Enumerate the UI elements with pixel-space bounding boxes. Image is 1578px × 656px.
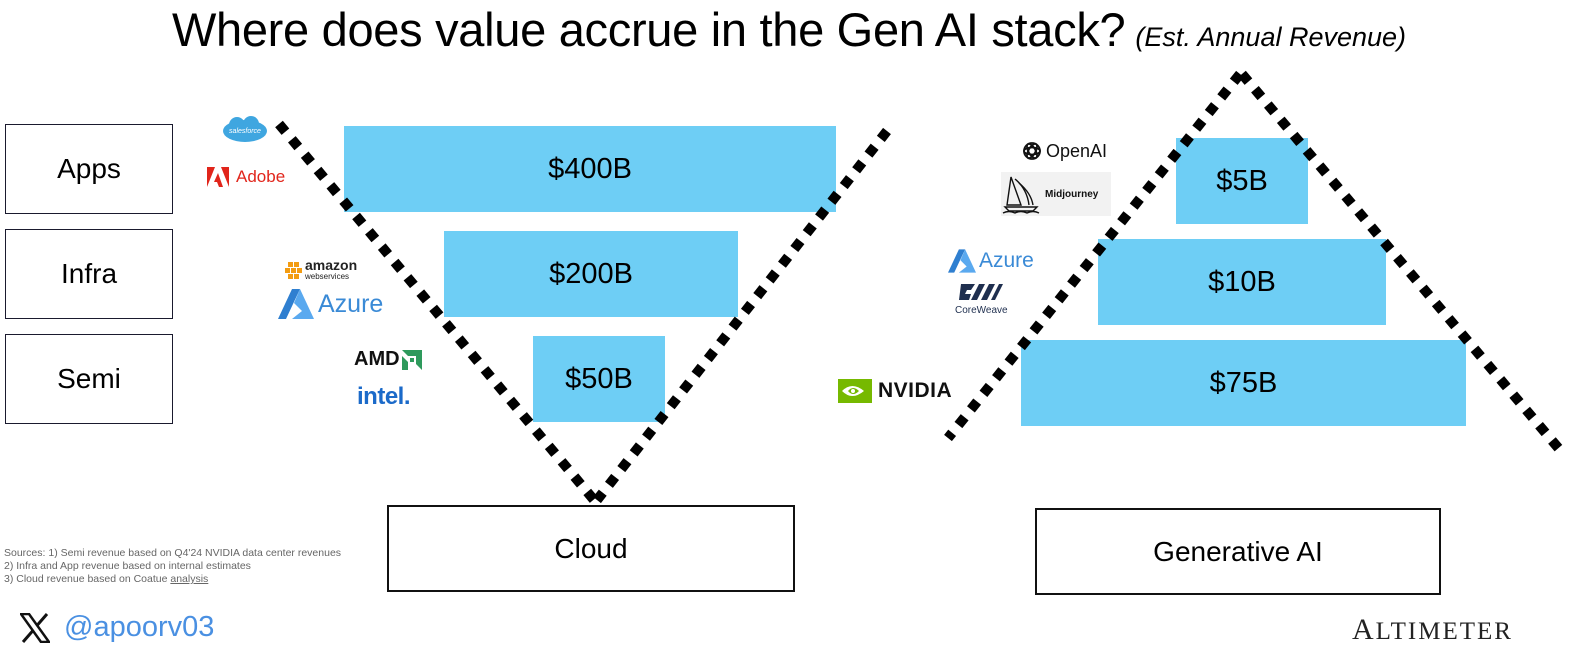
bar-value-label: $5B (1216, 164, 1268, 197)
intel-logo: intel. (357, 383, 411, 411)
bar-value-label: $75B (1209, 366, 1278, 399)
genai-label-box: Generative AI (1035, 508, 1441, 595)
cloud-bar-infra: $200B (444, 231, 738, 317)
midjourney-boat-icon (1002, 176, 1040, 214)
cloud-label: Cloud (554, 532, 628, 564)
coreweave-text: CoreWeave (955, 305, 1008, 316)
openai-knot-icon (1023, 142, 1041, 160)
bar-value-label: $200B (549, 257, 633, 290)
bar-value-label: $50B (565, 362, 633, 395)
title-main: Where does value accrue in the Gen AI st… (171, 3, 1126, 56)
category-label: Apps (57, 153, 121, 184)
amd-text: AMD (354, 348, 400, 370)
slide-title: Where does value accrue in the Gen AI st… (0, 2, 1578, 57)
bar-value-label: $10B (1208, 265, 1276, 298)
azure-logo-cloud: Azure (278, 289, 383, 319)
salesforce-cloud-icon: salesforce (223, 116, 267, 142)
azure-icon (948, 249, 976, 273)
source-line-3: 3) Cloud revenue based on Coatue analysi… (4, 573, 341, 586)
brand-first-letter: A (1352, 613, 1376, 646)
altimeter-logo: ALTIMETER (1352, 613, 1513, 647)
amd-arrow-icon (401, 349, 422, 370)
source-line-1: Sources: 1) Semi revenue based on Q4'24 … (4, 547, 342, 559)
category-box-apps: Apps (5, 124, 173, 214)
salesforce-logo: salesforce (221, 115, 269, 145)
genai-bar-infra: $10B (1098, 239, 1386, 325)
genai-bar-apps: $5B (1176, 138, 1308, 224)
amd-logo: AMD (354, 348, 422, 371)
brand-rest: LTIMETER (1375, 618, 1513, 645)
aws-sub-text: webservices (305, 272, 350, 281)
genai-bar-semi: $75B (1021, 340, 1466, 426)
source-line-3-text: 3) Cloud revenue based on Coatue (4, 573, 171, 585)
adobe-logo: Adobe (207, 167, 285, 187)
adobe-icon (207, 167, 229, 187)
nvidia-text: NVIDIA (878, 379, 953, 402)
author-handle: @apoorv03 (20, 611, 214, 644)
azure-text: Azure (318, 289, 384, 318)
coreweave-logo: CoreWeave (955, 280, 1008, 316)
category-label: Infra (60, 258, 118, 289)
nvidia-eye-icon (838, 379, 872, 403)
handle-text[interactable]: @apoorv03 (64, 611, 215, 643)
midjourney-text: Midjourney (1045, 188, 1099, 200)
openai-logo: OpenAI (1021, 140, 1107, 162)
aws-boxes-icon (285, 262, 302, 279)
cloud-bar-semi: $50B (533, 336, 665, 422)
aws-amazon-text: amazon (305, 257, 358, 273)
title-subtitle: (Est. Annual Revenue) (1135, 22, 1407, 52)
bar-value-label: $400B (548, 152, 632, 185)
source-line-2: 2) Infra and App revenue based on intern… (4, 560, 251, 572)
genai-label: Generative AI (1153, 535, 1323, 567)
nvidia-logo: NVIDIA (838, 379, 952, 403)
midjourney-logo: Midjourney (1001, 172, 1111, 216)
openai-text: OpenAI (1046, 140, 1108, 161)
sources-note: Sources: 1) Semi revenue based on Q4'24 … (4, 547, 341, 586)
azure-logo-genai: Azure (948, 249, 1034, 273)
category-label: Semi (57, 363, 121, 394)
cloud-bar-apps: $400B (344, 126, 836, 212)
adobe-text: Adobe (236, 167, 286, 186)
azure-text: Azure (979, 249, 1034, 272)
aws-logo: amazon webservices (284, 258, 357, 282)
analysis-link[interactable]: analysis (170, 573, 209, 585)
coreweave-icon (959, 284, 1004, 300)
salesforce-text: salesforce (229, 128, 261, 135)
category-box-infra: Infra (5, 229, 173, 319)
cloud-label-box: Cloud (387, 505, 795, 592)
azure-icon (278, 289, 314, 319)
intel-text: intel. (357, 383, 411, 410)
category-box-semi: Semi (5, 334, 173, 424)
x-logo-icon (20, 612, 50, 643)
